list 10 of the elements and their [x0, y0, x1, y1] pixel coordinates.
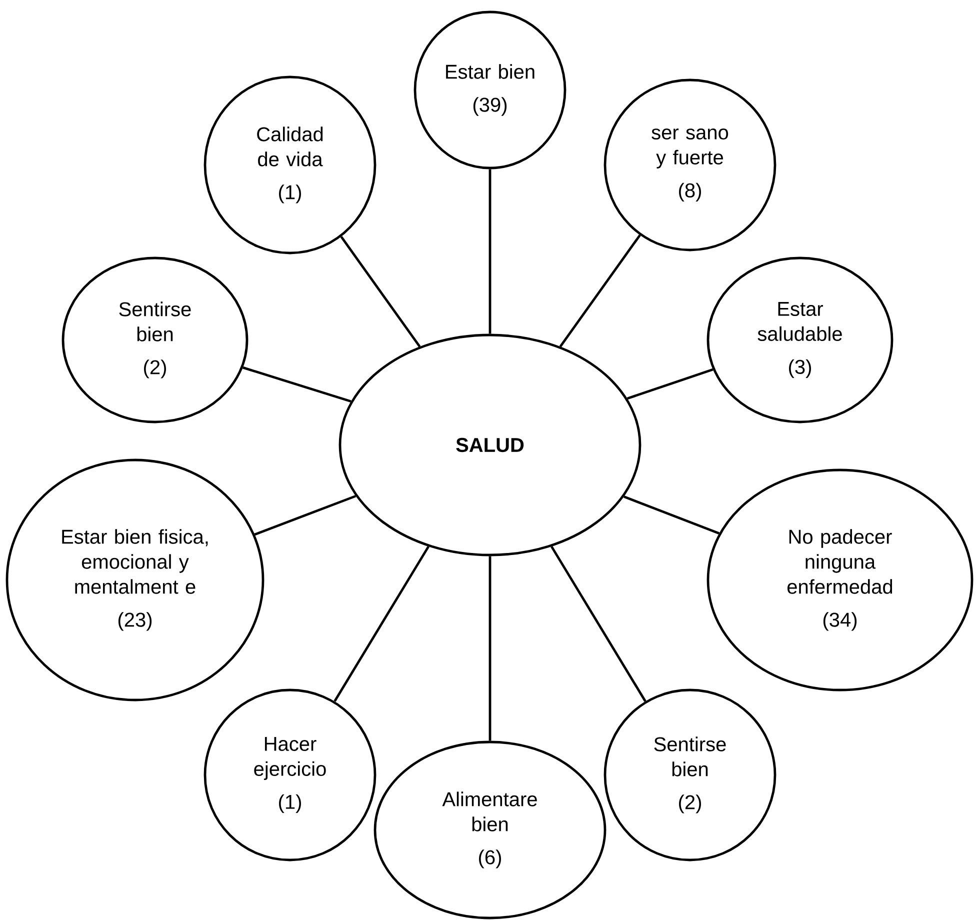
connector-line: [488, 556, 492, 741]
connector-line: [488, 169, 492, 334]
connector-line: [550, 546, 646, 702]
connector-line: [626, 368, 714, 400]
connector-line: [254, 494, 356, 536]
connector-line: [334, 546, 430, 702]
connector-line: [559, 234, 641, 348]
connector-line: [340, 236, 421, 348]
connector-line: [623, 496, 720, 534]
connector-line: [242, 366, 352, 403]
